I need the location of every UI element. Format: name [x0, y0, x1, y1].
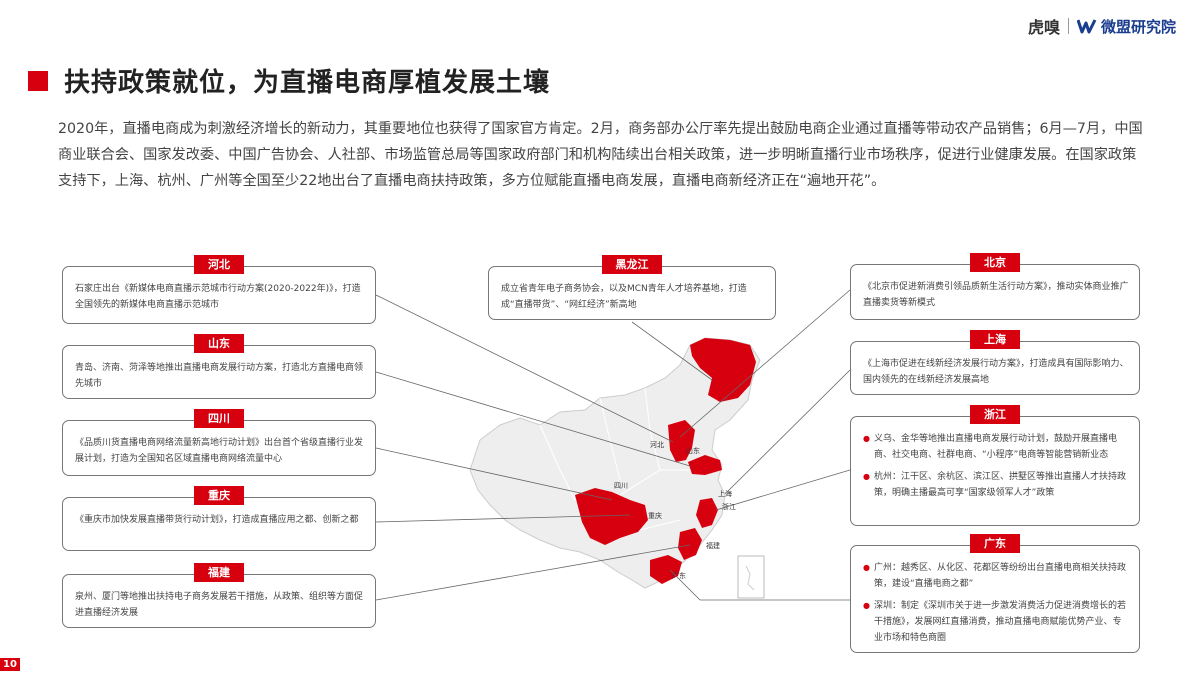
zhejiang-bullet-text: 杭州：江干区、余杭区、滨江区、拱墅区等推出直播人才扶持政策，明确主播最高可享“国… — [873, 472, 1126, 498]
sichuan-chongqing-region — [575, 488, 648, 545]
brand-divider — [1067, 18, 1069, 34]
map-label-hebei: 河北 — [650, 441, 664, 449]
map-label-chongqing: 重庆 — [648, 511, 662, 520]
brand-bar: 虎嗅 微盟研究院 — [1028, 14, 1176, 38]
region-tag-sichuan: 四川 — [194, 409, 244, 428]
zhejiang-region — [696, 498, 718, 528]
region-tag-fujian: 福建 — [194, 563, 244, 582]
region-card-fujian: 福建 泉州、厦门等地推出扶持电子商务发展若干措施，从政策、组织等方面促进直播经济… — [62, 563, 376, 628]
bullet-dot-icon: ● — [863, 434, 870, 443]
zhejiang-bullet-text: 义乌、金华等地推出直播电商发展行动计划，鼓励开展直播电商、社交电商、社群电商、“… — [873, 434, 1117, 460]
region-card-heilongjiang: 黑龙江 成立省青年电子商务协会，以及MCN青年人才培养基地，打造成“直播带货”、… — [488, 255, 776, 320]
guangdong-bullet: ● 广州：越秀区、从化区、花都区等纷纷出台直播电商相关扶持政策，建设“直播电商之… — [863, 560, 1129, 592]
title-marker — [28, 70, 48, 91]
region-card-hebei: 河北 石家庄出台《新媒体电商直播示范城市行动方案(2020-2022年)》，打造… — [62, 255, 376, 324]
region-text-shandong: 青岛、济南、菏泽等地推出直播电商发展行动方案，打造北方直播电商领先城市 — [75, 363, 364, 389]
region-text-fujian: 泉州、厦门等地推出扶持电子商务发展若干措施，从政策、组织等方面促进直播经济发展 — [75, 592, 364, 618]
region-tag-beijing: 北京 — [970, 253, 1020, 272]
region-card-shandong: 山东 青岛、济南、菏泽等地推出直播电商发展行动方案，打造北方直播电商领先城市 — [62, 334, 376, 399]
shandong-region — [688, 455, 722, 475]
fujian-region — [678, 528, 702, 560]
title-row: 扶持政策就位，为直播电商厚植发展土壤 — [28, 62, 550, 99]
south-china-sea-inset — [737, 555, 765, 599]
weimeng-w-icon — [1076, 19, 1097, 34]
guangdong-region — [650, 555, 682, 584]
region-text-chongqing: 《重庆市加快发展直播带货行动计划》，打造成直播应用之都、创新之都 — [75, 515, 359, 525]
region-tag-hebei: 河北 — [194, 255, 244, 274]
bullet-dot-icon: ● — [863, 563, 870, 572]
map-label-shandong: 山东 — [686, 446, 700, 455]
region-tag-chongqing: 重庆 — [194, 486, 244, 505]
guangdong-bullet-text: 深圳：制定《深圳市关于进一步激发消费活力促进消费增长的若干措施》，发展网红直播消… — [873, 601, 1126, 643]
map-label-guangdong: 广东 — [672, 571, 686, 580]
region-text-hebei: 石家庄出台《新媒体电商直播示范城市行动方案(2020-2022年)》，打造全国领… — [75, 284, 361, 310]
region-card-zhejiang: 浙江 ● 义乌、金华等地推出直播电商发展行动计划，鼓励开展直播电商、社交电商、社… — [850, 405, 1140, 526]
region-text-heilongjiang: 成立省青年电子商务协会，以及MCN青年人才培养基地，打造成“直播带货”、“网红经… — [501, 284, 747, 310]
region-tag-shandong: 山东 — [194, 334, 244, 353]
bullet-dot-icon: ● — [863, 472, 870, 481]
weimeng-logo: 微盟研究院 — [1076, 16, 1176, 37]
region-tag-shanghai: 上海 — [970, 330, 1020, 349]
region-card-sichuan: 四川 《品质川货直播电商网络流量新高地行动计划》出台首个省级直播行业发展计划，打… — [62, 409, 376, 476]
weimeng-label: 微盟研究院 — [1100, 17, 1176, 36]
intro-paragraph: 2020年，直播电商成为刺激经济增长的新动力，其重要地位也获得了国家官方肯定。2… — [58, 121, 1143, 189]
zhejiang-bullet: ● 义乌、金华等地推出直播电商发展行动计划，鼓励开展直播电商、社交电商、社群电商… — [863, 431, 1129, 463]
bullet-dot-icon: ● — [863, 601, 870, 610]
page-number: 10 — [0, 658, 20, 671]
map-label-fujian: 福建 — [706, 541, 720, 550]
region-text-sichuan: 《品质川货直播电商网络流量新高地行动计划》出台首个省级直播行业发展计划，打造为全… — [75, 438, 364, 464]
region-text-beijing: 《北京市促进新消费引领品质新生活行动方案》，推动实体商业推广直播卖货等新模式 — [863, 282, 1129, 308]
guangdong-bullet: ● 深圳：制定《深圳市关于进一步激发消费活力促进消费增长的若干措施》，发展网红直… — [863, 598, 1129, 646]
connector-lines — [375, 289, 851, 601]
region-card-beijing: 北京 《北京市促进新消费引领品质新生活行动方案》，推动实体商业推广直播卖货等新模… — [850, 253, 1140, 320]
zhejiang-bullet: ● 杭州：江干区、余杭区、滨江区、拱墅区等推出直播人才扶持政策，明确主播最高可享… — [863, 469, 1129, 501]
region-tag-zhejiang: 浙江 — [970, 405, 1020, 424]
region-tag-heilongjiang: 黑龙江 — [602, 255, 662, 274]
region-card-chongqing: 重庆 《重庆市加快发展直播带货行动计划》，打造成直播应用之都、创新之都 — [62, 486, 376, 551]
guangdong-bullet-text: 广州：越秀区、从化区、花都区等纷纷出台直播电商相关扶持政策，建设“直播电商之都” — [873, 563, 1126, 589]
region-card-guangdong: 广东 ● 广州：越秀区、从化区、花都区等纷纷出台直播电商相关扶持政策，建设“直播… — [850, 534, 1140, 653]
beijing-hebei-region — [668, 420, 695, 462]
page-title: 扶持政策就位，为直播电商厚植发展土壤 — [64, 68, 551, 98]
region-tag-guangdong: 广东 — [970, 534, 1020, 553]
map-label-sichuan: 四川 — [614, 482, 628, 490]
huxiu-logo: 虎嗅 — [1027, 18, 1060, 37]
region-text-shanghai: 《上海市促进在线新经济发展行动方案》，打造成具有国际影响力、国内领先的在线新经济… — [863, 359, 1129, 385]
region-card-shanghai: 上海 《上海市促进在线新经济发展行动方案》，打造成具有国际影响力、国内领先的在线… — [850, 330, 1140, 395]
